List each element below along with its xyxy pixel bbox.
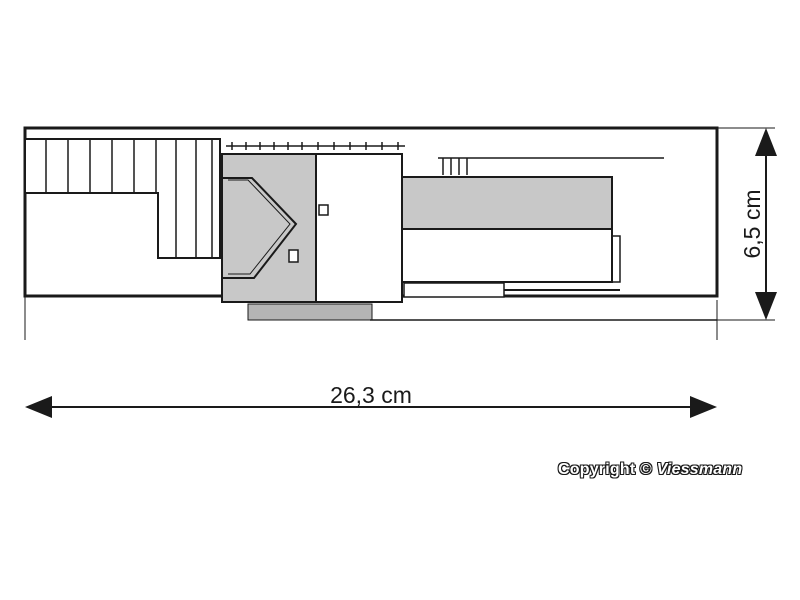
- depth-label: 6,5 cm: [739, 189, 765, 258]
- chimney-2: [288, 249, 299, 263]
- building-shadow: [247, 303, 373, 321]
- width-dimension-line: [25, 396, 717, 418]
- chimney-1: [318, 204, 329, 216]
- depth-dimension-line: [717, 127, 777, 321]
- platform-edge: [370, 235, 717, 321]
- staircase-block: [24, 138, 221, 259]
- dormer-gable: [221, 177, 298, 279]
- width-label: 26,3 cm: [330, 382, 412, 408]
- right-wing-roof: [401, 176, 613, 230]
- right-wing-front: [401, 228, 613, 283]
- brand-logo: Viessmann: [656, 461, 743, 478]
- main-building-white: [315, 153, 403, 303]
- copyright-notice: Copyright © Viessmann: [558, 461, 742, 479]
- copyright-prefix: Copyright ©: [558, 461, 652, 478]
- roof-edge-ticks: [226, 142, 405, 150]
- dormer-inner-line: [228, 179, 291, 275]
- small-stair-marks: [438, 157, 664, 175]
